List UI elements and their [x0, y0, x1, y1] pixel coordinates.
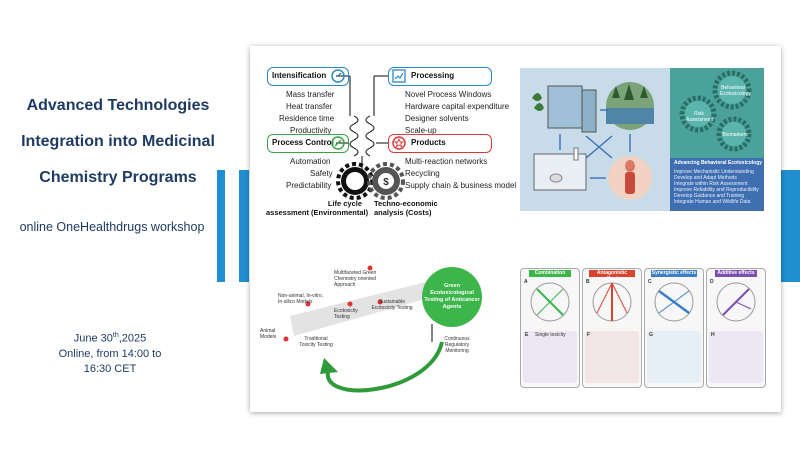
event-location: Online, from 14:00 to: [58, 347, 162, 360]
process-control-box: Process Control: [267, 134, 349, 153]
green-testing-circle: Green Ecotoxicological Testing of Antica…: [422, 267, 482, 327]
combination-column-4: Additive effects D H: [706, 268, 766, 388]
network-d: [716, 282, 756, 322]
network-b: [592, 282, 632, 322]
combination-column-2: Antagonistic effects B F: [582, 268, 642, 388]
flow-diagram-lines: $: [336, 75, 405, 200]
workshop-subtitle: online OneHealthdrugs workshop: [19, 220, 205, 234]
slide-title: Advanced Technologies Integration into M…: [0, 88, 236, 196]
title-line-2: Integration into Medicinal: [21, 133, 215, 150]
title-line-1: Advanced Technologies: [26, 97, 210, 114]
accent-bar-left: [217, 170, 225, 282]
pen-icon: [331, 136, 345, 150]
processing-box: Processing: [388, 67, 492, 86]
cell-panel-f: F: [585, 331, 639, 383]
ecotox-illustration: [532, 82, 654, 200]
cell-panel-g: G: [647, 331, 701, 383]
gauge-icon: [331, 69, 345, 83]
figure-card: $ Intensification Mass transfer Heat tra…: [250, 46, 781, 412]
ecotox-side-panel: Behavioral Ecotoxicology Risk Assessment…: [670, 68, 764, 211]
svg-text:$: $: [383, 177, 389, 188]
gears-icon: [679, 70, 752, 152]
tea-caption: Techno-economic analysis (Costs): [374, 199, 438, 217]
lca-label: LCA: [347, 178, 360, 184]
accent-bar-right: [781, 170, 800, 282]
network-a: [530, 282, 570, 322]
figure-behavioral-ecotox: Behavioral Ecotoxicology Risk Assessment…: [520, 68, 764, 211]
pathway-arrows: [283, 265, 482, 393]
figure-combination-effects: Combination types A Single toxicity E An…: [520, 268, 766, 388]
cost-gear-icon: $: [367, 162, 405, 200]
event-date: June 30th,2025: [73, 332, 147, 345]
combination-column-3: Synergistic effects C G: [644, 268, 704, 388]
network-c: [654, 282, 694, 322]
ecotox-bullet-panel: Advancing Behavioral Ecotoxicology Impro…: [670, 158, 764, 211]
title-line-3: Chemistry Programs: [39, 169, 197, 186]
intensification-box: Intensification: [267, 67, 349, 86]
accent-bar-middle: [239, 170, 249, 282]
event-date-block: June 30th,2025 Online, from 14:00 to 16:…: [40, 328, 180, 377]
products-box: Products: [388, 134, 492, 153]
cell-panel-e: Single toxicity E: [523, 331, 577, 383]
event-time: 16:30 CET: [83, 362, 137, 375]
cell-panel-h: H: [709, 331, 763, 383]
lca-caption: Life cycle assessment (Environmental): [266, 199, 369, 217]
chart-icon: [392, 69, 406, 83]
star-icon: [392, 136, 406, 150]
combination-column-1: Combination types A Single toxicity E: [520, 268, 580, 388]
